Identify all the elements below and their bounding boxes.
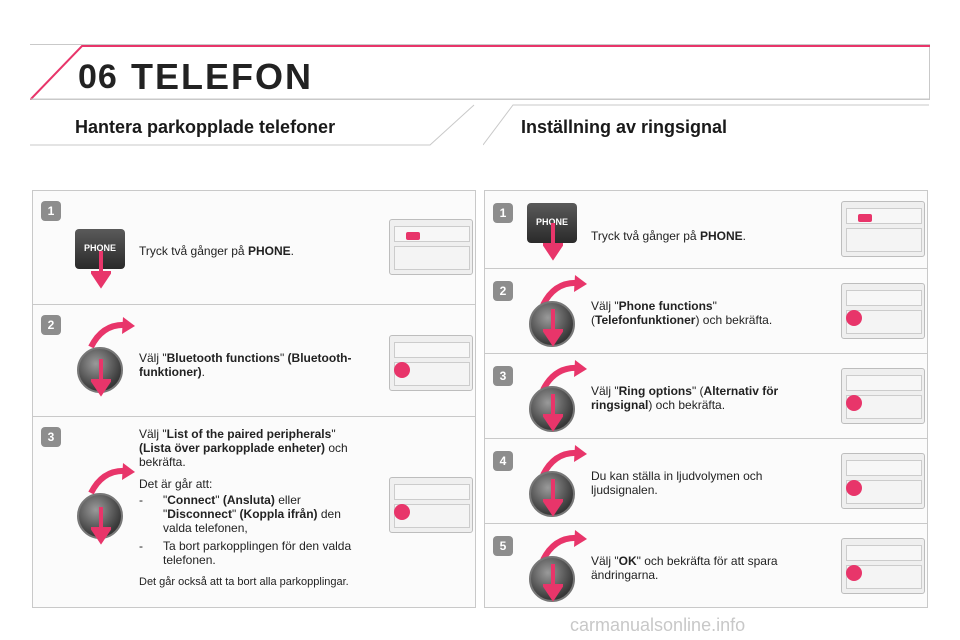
- radio-unit-icon: [841, 368, 925, 424]
- right-step-1: 1 PHONE Tryck två gånger på PHONE.: [485, 191, 927, 269]
- arrow-down-icon: [543, 394, 563, 432]
- left-step-3-bullet-1: - "Connect" (Ansluta) eller "Disconnect"…: [139, 493, 341, 535]
- arrow-down-icon: [543, 479, 563, 517]
- arrow-down-icon: [543, 564, 563, 602]
- section-title-left: Hantera parkopplade telefoner: [75, 117, 336, 137]
- step-number-badge: 4: [493, 451, 513, 471]
- watermark: carmanualsonline.info: [570, 615, 746, 635]
- header-band: [30, 44, 930, 100]
- left-step-2: 2 Välj "Bluetooth functions" (Bluetooth-…: [33, 305, 475, 417]
- arrow-down-icon: [543, 309, 563, 347]
- left-step-3-note: Det går också att ta bort alla parkoppli…: [139, 576, 349, 588]
- radio-unit-icon: [389, 477, 473, 533]
- radio-unit-icon: [389, 335, 473, 391]
- right-step-2: 2 Välj "Phone functions" (Telefonfunktio…: [485, 269, 927, 354]
- right-step-1-text: Tryck två gånger på PHONE.: [591, 229, 746, 243]
- right-step-3: 3 Välj "Ring options" (Alternativ för ri…: [485, 354, 927, 439]
- step-number-badge: 1: [493, 203, 513, 223]
- section-frame-left: [30, 104, 475, 146]
- right-step-3-text: Välj "Ring options" (Alternativ för ring…: [591, 384, 779, 412]
- rotate-arrow-icon: [88, 317, 135, 349]
- left-step-3-intro: Det är går att:: [139, 477, 213, 491]
- left-step-3-text: Välj "List of the paired peripherals" (L…: [139, 427, 348, 469]
- arrow-down-icon: [91, 251, 111, 289]
- radio-unit-icon: [841, 283, 925, 339]
- radio-unit-icon: [841, 201, 925, 257]
- step-number-badge: 3: [493, 366, 513, 386]
- radio-unit-icon: [841, 538, 925, 594]
- right-step-2-text: Välj "Phone functions" (Telefonfunktione…: [591, 299, 773, 327]
- arrow-down-icon: [91, 507, 111, 545]
- right-step-4-text: Du kan ställa in ljudvolymen och ljudsig…: [591, 469, 763, 497]
- left-step-3-bullet-2: - Ta bort parkopplingen för den valda te…: [139, 539, 352, 567]
- left-steps-panel: 1 PHONE Tryck två gånger på PHONE. 2 Väl…: [32, 190, 476, 608]
- section-frame-right: [483, 104, 929, 146]
- rotate-arrow-icon: [88, 463, 135, 495]
- radio-unit-icon: [389, 219, 473, 275]
- arrow-down-icon: [543, 223, 563, 261]
- arrow-down-icon: [91, 359, 111, 397]
- step-number-badge: 3: [41, 427, 61, 447]
- header-accent: [30, 45, 930, 100]
- chapter-number: 06: [78, 58, 118, 96]
- right-steps-panel: 1 PHONE Tryck två gånger på PHONE. 2 Väl…: [484, 190, 928, 608]
- right-step-5: 5 Välj "OK" och bekräfta för att spara ä…: [485, 524, 927, 607]
- left-step-2-text: Välj "Bluetooth functions" (Bluetooth- f…: [139, 351, 352, 379]
- step-number-badge: 2: [41, 315, 61, 335]
- left-step-3: 3 Välj "List of the paired peripherals" …: [33, 417, 475, 607]
- right-step-5-text: Välj "OK" och bekräfta för att spara änd…: [591, 554, 778, 582]
- left-step-1: 1 PHONE Tryck två gånger på PHONE.: [33, 191, 475, 305]
- step-number-badge: 2: [493, 281, 513, 301]
- radio-unit-icon: [841, 453, 925, 509]
- left-step-1-text: Tryck två gånger på PHONE.: [139, 244, 294, 258]
- step-number-badge: 5: [493, 536, 513, 556]
- section-title-right: Inställning av ringsignal: [521, 117, 728, 137]
- page-title: TELEFON: [131, 56, 313, 97]
- step-number-badge: 1: [41, 201, 61, 221]
- right-step-4: 4 Du kan ställa in ljudvolymen och ljuds…: [485, 439, 927, 524]
